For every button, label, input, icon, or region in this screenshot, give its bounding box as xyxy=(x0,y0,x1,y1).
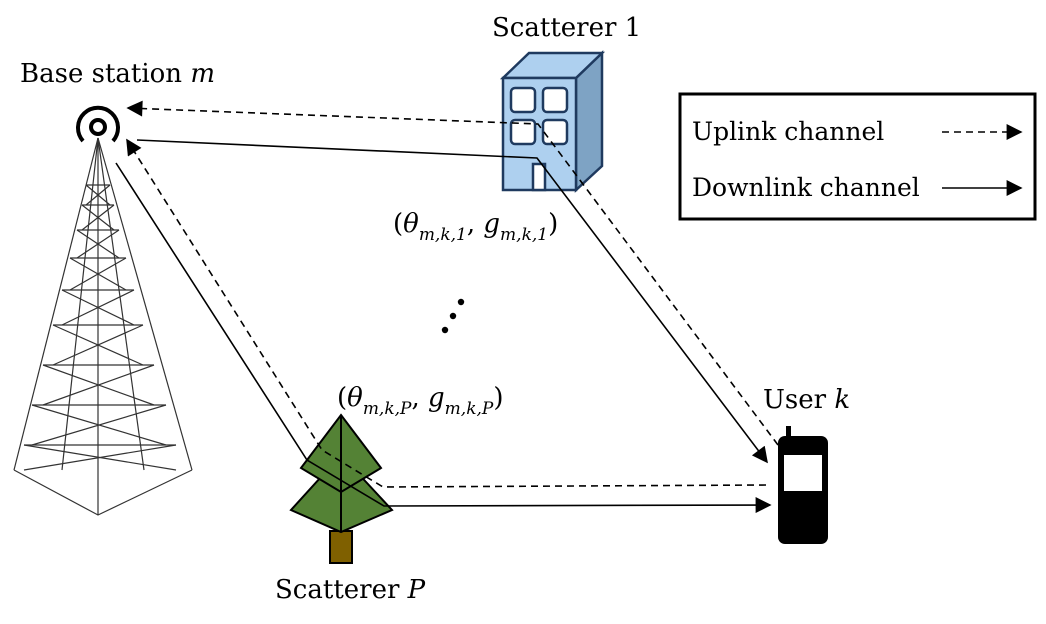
uplink-path-scatterer-1 xyxy=(126,100,779,446)
downlink-path-scatterer-p xyxy=(115,162,772,514)
scatterer-p-params: (θm,k,P, gm,k,P) xyxy=(337,383,504,419)
channel-paths xyxy=(115,100,779,514)
base-station-label: Base station m xyxy=(20,59,215,89)
legend-uplink-label: Uplink channel xyxy=(692,117,884,146)
user-label: User k xyxy=(763,385,850,415)
legend: Uplink channel Downlink channel xyxy=(678,92,1037,221)
scatterer-p-label: Scatterer P xyxy=(275,575,426,605)
legend-downlink-label: Downlink channel xyxy=(692,173,920,202)
ellipsis-dots xyxy=(441,298,465,334)
downlink-path-scatterer-1 xyxy=(136,139,768,464)
base-station-tower-icon xyxy=(13,137,193,516)
phone-icon xyxy=(778,426,828,544)
scatterer-1-label: Scatterer 1 xyxy=(492,13,641,43)
antenna-icon xyxy=(76,105,120,143)
scatterer-1-params: (θm,k,1, gm,k,1) xyxy=(393,209,558,245)
uplink-path-scatterer-p xyxy=(126,138,767,488)
tree-icon xyxy=(289,413,394,564)
building-icon xyxy=(499,50,606,193)
